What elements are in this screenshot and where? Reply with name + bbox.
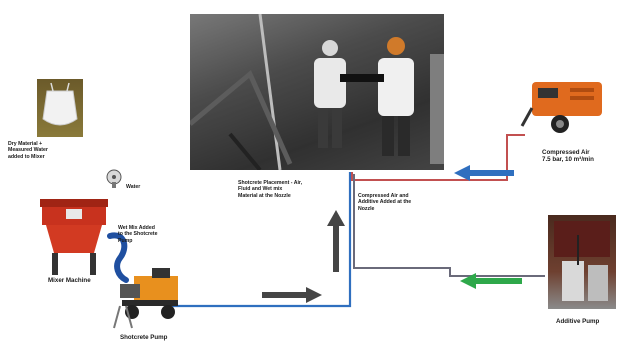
- shotcrete-pump-label: Shotcrete Pump: [120, 334, 168, 341]
- nozzle-photo: [190, 14, 444, 170]
- compressed-air-unit-label: Compressed Air 7.5 bar, 10 m³/min: [542, 149, 594, 163]
- shotcrete-placement-label: Shotcrete Placement - Air, Fluid and Wet…: [238, 180, 303, 199]
- mixer-to-pump-hose: [107, 232, 129, 283]
- mixer-machine-illustration: [36, 197, 112, 277]
- mixer-machine-label: Mixer Machine: [48, 277, 91, 284]
- shotcrete-pump-illustration: [112, 266, 188, 330]
- flow-arrow-right-icon: [262, 287, 322, 303]
- tunnel-workers-illustration: [190, 14, 444, 170]
- water-label: Water: [126, 184, 141, 190]
- air-arrow-left-icon: [454, 165, 514, 181]
- water-faucet-icon: [104, 168, 124, 190]
- additive-line: [353, 174, 545, 277]
- additive-arrow-left-icon: [460, 273, 522, 289]
- concrete-pipe-line: [172, 172, 352, 308]
- bulk-bag-icon: [42, 82, 78, 126]
- air-compressor-illustration: [520, 78, 606, 136]
- bulk-bag-photo: [37, 79, 83, 137]
- wet-mix-label: Wet Mix Added to the Shotcrete Pump: [118, 225, 158, 244]
- flow-arrow-up-icon: [327, 210, 345, 272]
- compressed-air-added-label: Compressed Air and Additive Added at the…: [358, 193, 412, 212]
- dry-material-label: Dry Material + Measured Water added to M…: [8, 141, 48, 160]
- additive-pump-label: Additive Pump: [556, 318, 600, 325]
- compressed-air-line: [351, 134, 525, 181]
- additive-pump-photo: [548, 215, 616, 309]
